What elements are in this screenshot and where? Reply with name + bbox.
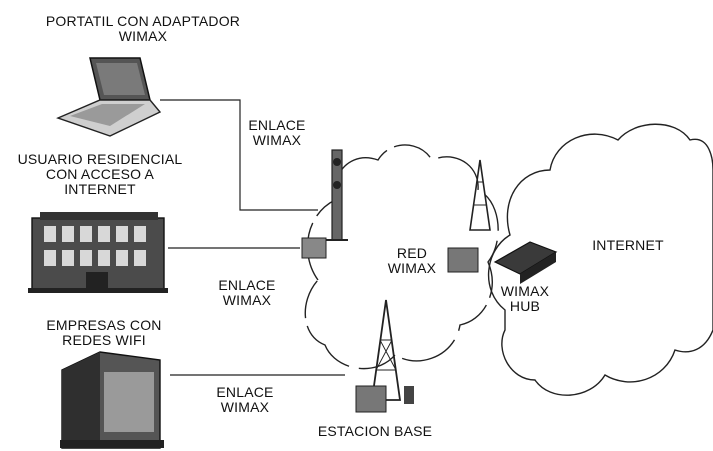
company-building-icon [60, 352, 164, 448]
residential-building-icon [28, 212, 168, 293]
base-station-label-text: ESTACION BASE [300, 424, 450, 439]
link-companies-label: ENLACE WIMAX [200, 385, 290, 415]
residential-label: USUARIO RESIDENCIAL CON ACCESO A INTERNE… [0, 152, 200, 197]
residential-label-line3: INTERNET [0, 182, 200, 197]
link-laptop-label: ENLACE WIMAX [232, 118, 322, 148]
link-companies-label-line2: WIMAX [200, 400, 290, 415]
red-wimax-label: RED WIMAX [372, 246, 452, 276]
wimax-hub-label-line2: HUB [485, 299, 565, 314]
laptop-label: PORTATIL CON ADAPTADOR WIMAX [18, 14, 268, 44]
wimax-hub-label: WIMAX HUB [485, 284, 565, 314]
red-wimax-label-line2: WIMAX [372, 261, 452, 276]
residential-label-line2: CON ACCESO A [0, 167, 200, 182]
base-station-icon [356, 300, 414, 412]
laptop-label-line1: PORTATIL CON ADAPTADOR [18, 14, 268, 29]
laptop-label-line2: WIMAX [18, 29, 268, 44]
internet-label-text: INTERNET [578, 238, 678, 253]
link-companies-label-line1: ENLACE [200, 385, 290, 400]
link-residential-label-line1: ENLACE [202, 278, 292, 293]
red-wimax-label-line1: RED [372, 246, 452, 261]
wimax-hub-label-line1: WIMAX [485, 284, 565, 299]
base-station-label: ESTACION BASE [300, 424, 450, 439]
companies-label: EMPRESAS CON REDES WIFI [14, 318, 194, 348]
wimax-hub-icon [448, 160, 556, 284]
link-residential-label-line2: WIMAX [202, 293, 292, 308]
companies-label-line2: REDES WIFI [14, 333, 194, 348]
link-laptop-label-line1: ENLACE [232, 118, 322, 133]
laptop-icon [58, 58, 160, 136]
link-residential-label: ENLACE WIMAX [202, 278, 292, 308]
antenna-tower-icon [302, 150, 348, 258]
internet-label: INTERNET [578, 238, 678, 253]
link-laptop-label-line2: WIMAX [232, 133, 322, 148]
residential-label-line1: USUARIO RESIDENCIAL [0, 152, 200, 167]
companies-label-line1: EMPRESAS CON [14, 318, 194, 333]
